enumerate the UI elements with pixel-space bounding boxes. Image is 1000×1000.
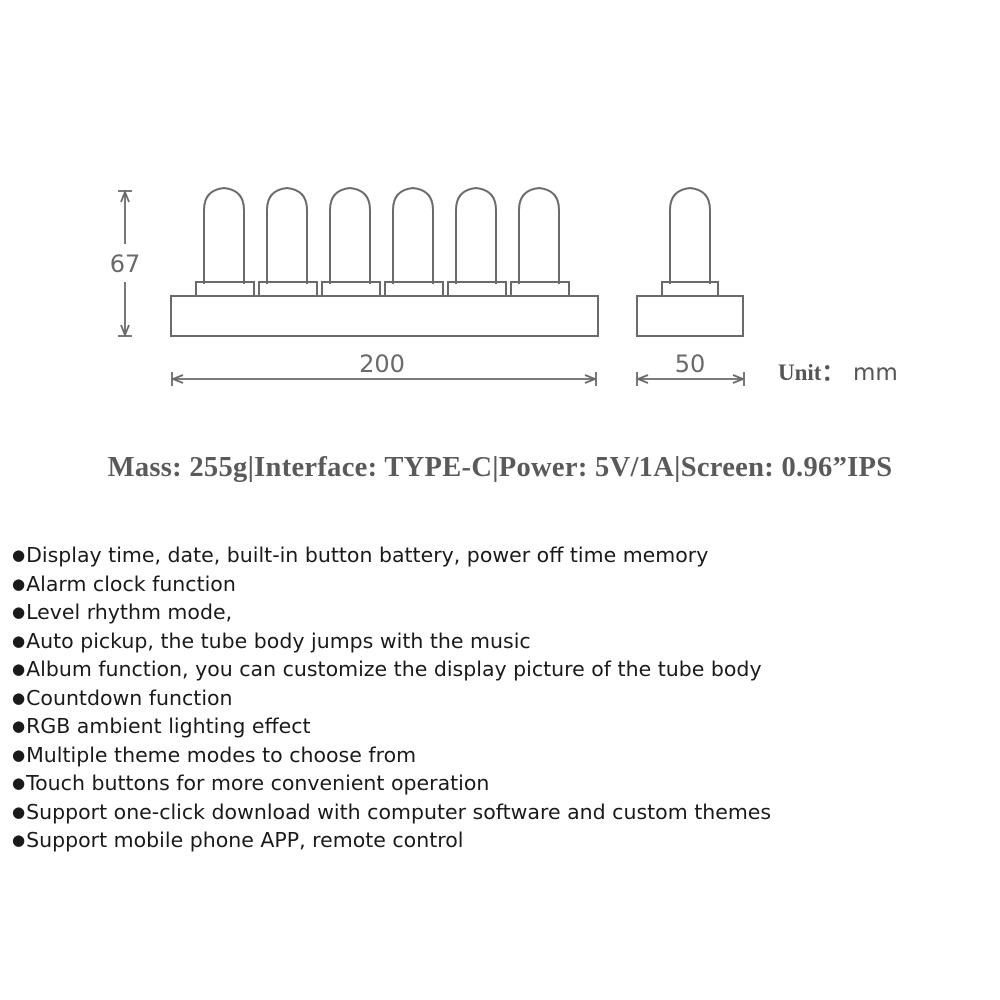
feature-item: ●Multiple theme modes to choose from: [12, 741, 771, 770]
tube-3-collar: [321, 281, 381, 297]
dimension-diagram: 67 200 50 Unit： mm: [110, 186, 898, 386]
feature-item: ●Touch buttons for more convenient opera…: [12, 769, 771, 798]
feature-item: ●Level rhythm mode,: [12, 598, 771, 627]
bullet-icon: ●: [12, 774, 26, 792]
unit-label: Unit：: [778, 360, 844, 385]
feature-text: Auto pickup, the tube body jumps with th…: [26, 628, 531, 653]
depth-dimension-line: [635, 372, 746, 386]
tube-4: [392, 186, 434, 284]
front-base: [170, 295, 599, 337]
bullet-icon: ●: [12, 660, 26, 678]
feature-list: ●Display time, date, built-in button bat…: [12, 541, 771, 855]
bullet-icon: ●: [12, 745, 26, 764]
bullet-icon: ●: [12, 688, 26, 707]
feature-text: Album function, you can customize the di…: [26, 657, 762, 681]
tube-1-collar: [195, 281, 255, 297]
tube-3: [329, 186, 371, 284]
feature-item: ●Album function, you can customize the d…: [12, 655, 771, 684]
side-view: [636, 186, 744, 337]
tube-6-collar: [510, 281, 570, 297]
unit-value: mm: [853, 360, 898, 386]
feature-text: Multiple theme modes to choose from: [26, 742, 417, 767]
tube-5: [455, 186, 497, 284]
tube-4-collar: [384, 281, 444, 297]
side-tube-collar: [661, 281, 719, 297]
feature-item: ●RGB ambient lighting effect: [12, 712, 771, 741]
bullet-icon: ●: [12, 631, 26, 650]
feature-item: ●Countdown function: [12, 684, 771, 713]
feature-text: Touch buttons for more convenient operat…: [26, 771, 490, 795]
side-tube: [669, 186, 711, 284]
feature-item: ●Support one-click download with compute…: [12, 798, 771, 827]
feature-item: ●Auto pickup, the tube body jumps with t…: [12, 627, 771, 656]
feature-text: Level rhythm mode,: [26, 600, 233, 624]
feature-item: ●Alarm clock function: [12, 570, 771, 599]
width-dimension-line: [170, 372, 598, 386]
tube-2-collar: [258, 281, 318, 297]
bullet-icon: ●: [12, 717, 26, 735]
front-view: [170, 186, 599, 337]
feature-text: Display time, date, built-in button batt…: [26, 543, 709, 567]
depth-label: 50: [675, 350, 706, 378]
bullet-icon: ●: [12, 831, 26, 849]
tube-1: [203, 186, 245, 284]
side-base: [636, 295, 744, 337]
tube-5-collar: [447, 281, 507, 297]
height-dimension-line: [118, 189, 132, 338]
bullet-icon: ●: [12, 802, 26, 821]
tube-6: [518, 186, 560, 284]
bullet-icon: ●: [12, 603, 26, 621]
bullet-icon: ●: [12, 546, 26, 564]
height-label: 67: [110, 250, 141, 278]
width-label: 200: [359, 350, 405, 378]
tube-2: [266, 186, 308, 284]
feature-text: Support mobile phone APP, remote control: [26, 828, 464, 852]
feature-text: Alarm clock function: [26, 571, 236, 596]
feature-item: ●Display time, date, built-in button bat…: [12, 541, 771, 570]
feature-item: ●Support mobile phone APP, remote contro…: [12, 826, 771, 855]
feature-text: Countdown function: [26, 685, 233, 710]
spec-line: Mass: 255g|Interface: TYPE-C|Power: 5V/1…: [107, 452, 893, 483]
bullet-icon: ●: [12, 574, 26, 593]
feature-text: Support one-click download with computer…: [26, 799, 772, 824]
feature-text: RGB ambient lighting effect: [26, 714, 311, 738]
